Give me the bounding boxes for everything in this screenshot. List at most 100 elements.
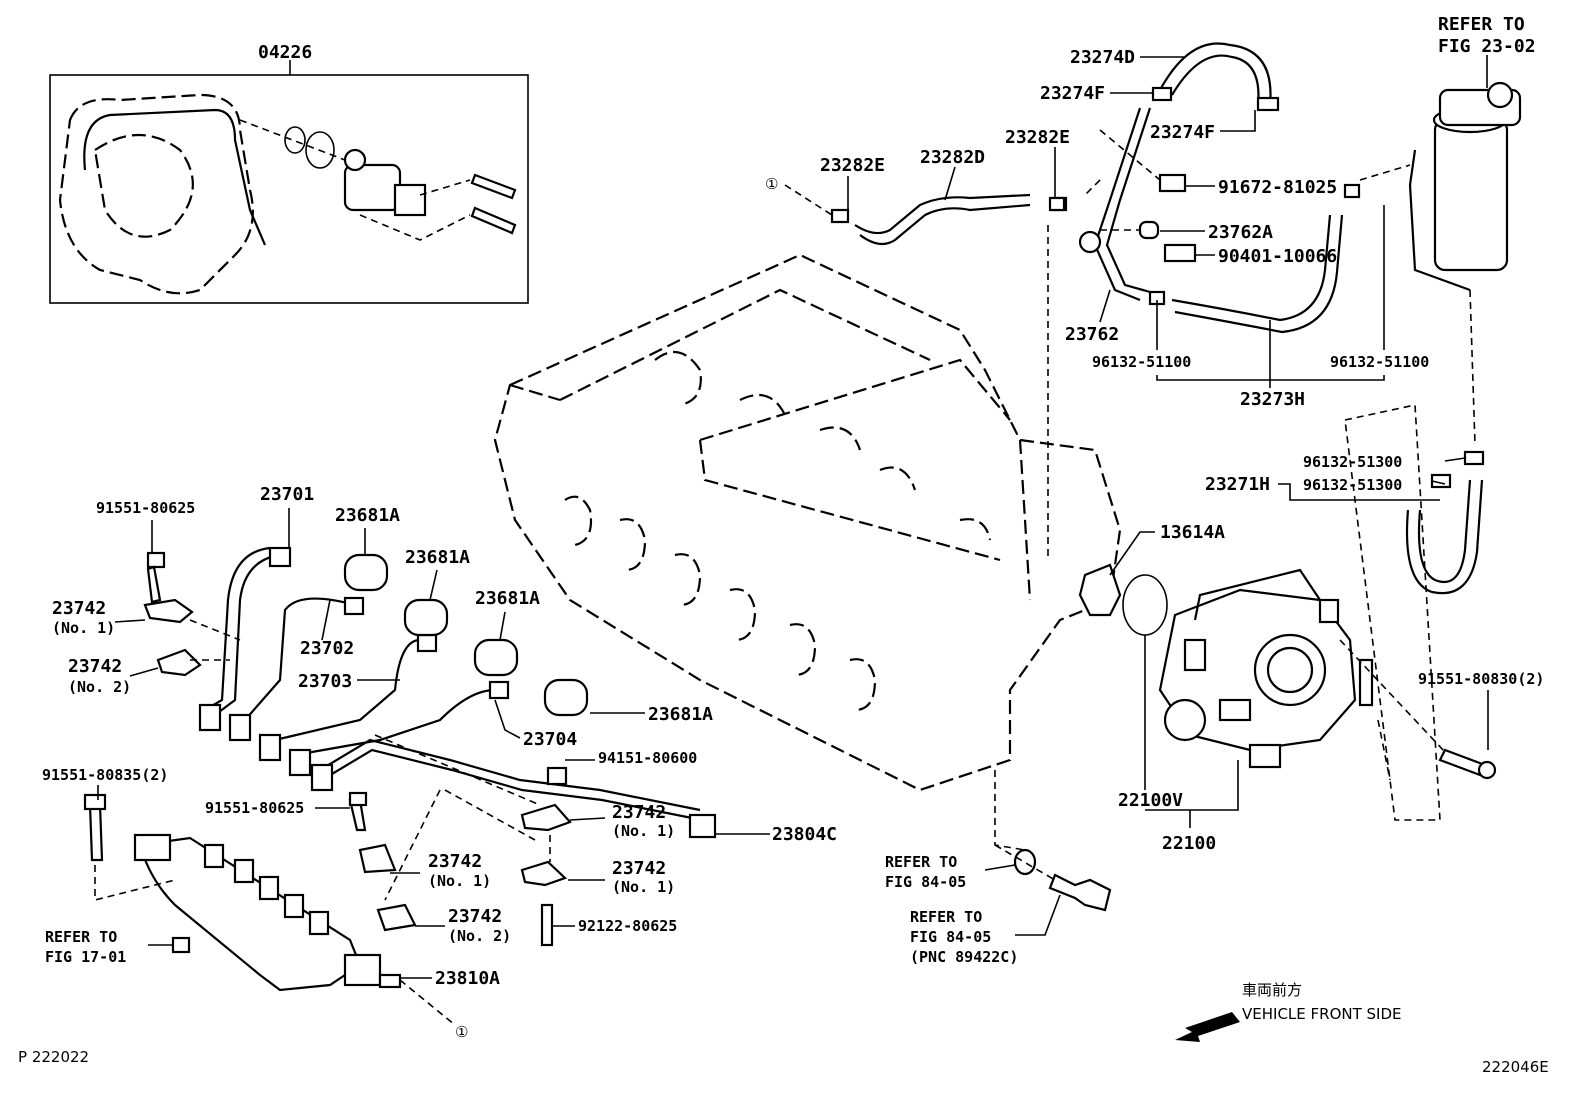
o-ring-22100V: [1122, 574, 1168, 636]
label-22100V: 22100V: [1118, 790, 1183, 811]
label-94151-80600: 94151-80600: [598, 749, 697, 767]
refer-84-05c-line1: REFER TO: [910, 908, 982, 926]
label-23742-no2-b: 23742: [448, 906, 502, 927]
injection-pipes: [198, 546, 717, 839]
label-90401-10066: 90401-10066: [1218, 246, 1337, 267]
clamps-left: [143, 551, 241, 677]
direction-jp: 車両前方: [1242, 981, 1302, 999]
label-23704: 23704: [523, 729, 577, 750]
label-23742-no1-a-sub: (No. 1): [52, 619, 115, 637]
label-91551-80625-a: 91551-80625: [96, 499, 195, 517]
bolt-90401: [1163, 243, 1197, 263]
coupling-13614A: [1078, 563, 1122, 617]
bolt-91551-80835: [88, 803, 104, 862]
nozzle-seats: [343, 553, 589, 717]
gasket-ref-84-05: [1013, 848, 1037, 876]
label-13614A: 13614A: [1160, 522, 1225, 543]
label-23742-no1-d-sub: (No. 1): [612, 878, 675, 896]
label-04226: 04226: [258, 42, 312, 63]
label-23274F-a: 23274F: [1040, 83, 1105, 104]
inset-screw-b: [470, 206, 517, 235]
label-23742-no2-a-sub: (No. 2): [68, 678, 131, 696]
refer-84-05-line1: REFER TO: [885, 853, 957, 871]
clip-96132-51300-a: [1463, 450, 1485, 466]
label-22100: 22100: [1162, 833, 1216, 854]
supply-pump-22100: [1078, 563, 1497, 781]
o-ring-small: [284, 126, 306, 154]
connector-23804C: [688, 813, 717, 839]
inset-pump-outline: [58, 93, 254, 295]
label-96132-51300-a: 96132-51300: [1303, 453, 1402, 471]
refer-23-02-line2: FIG 23-02: [1438, 36, 1536, 57]
banjo-23762: [1078, 230, 1102, 254]
label-23282E-b: 23282E: [1005, 127, 1070, 148]
label-23742-no1-b-sub: (No. 1): [612, 822, 675, 840]
inset-frame: [49, 74, 529, 304]
label-23742-no1-d: 23742: [612, 858, 666, 879]
label-91551-80835: 91551-80835(2): [42, 766, 168, 784]
label-96132-51100-b: 96132-51100: [1330, 353, 1429, 371]
stud-92122: [540, 903, 554, 947]
sensor-89422C: [1048, 873, 1112, 912]
label-23274F-b: 23274F: [1150, 122, 1215, 143]
label-23271H: 23271H: [1205, 474, 1270, 495]
front-direction-arrow: [1175, 1012, 1240, 1042]
clamps-bottom: [358, 734, 572, 947]
label-23742-no2-a: 23742: [68, 656, 122, 677]
refer-23-02-line1: REFER TO: [1438, 14, 1525, 35]
clip-23282E-a: [830, 208, 850, 224]
direction-en: VEHICLE FRONT SIDE: [1242, 1005, 1402, 1023]
label-23742-no1-a: 23742: [52, 598, 106, 619]
label-23681A-1: 23681A: [335, 505, 400, 526]
o-ring-large: [305, 131, 335, 169]
common-rail-23810A: [83, 791, 456, 1026]
label-23742-no1-c-sub: (No. 1): [428, 872, 491, 890]
label-23274D: 23274D: [1070, 47, 1135, 68]
engine-block: [493, 253, 1122, 792]
label-96132-51300-b: 96132-51300: [1303, 476, 1402, 494]
refer-17-01-line2: FIG 17-01: [45, 948, 126, 966]
circle-marker-bottom: ①: [455, 1023, 468, 1041]
fuel-filter-assembly: [1359, 55, 1522, 446]
label-23681A-3: 23681A: [475, 588, 540, 609]
inset-04226: 04226: [49, 42, 529, 304]
label-23273H: 23273H: [1240, 389, 1305, 410]
label-23810A: 23810A: [435, 968, 500, 989]
circle-marker-top: ①: [765, 175, 778, 193]
refer-17-01-line1: REFER TO: [45, 928, 117, 946]
leader-lines: [97, 56, 1489, 979]
label-23762A: 23762A: [1208, 222, 1273, 243]
clip-23274F-b: [1256, 96, 1280, 112]
label-23701: 23701: [260, 484, 314, 505]
label-23703: 23703: [298, 671, 352, 692]
refer-84-05-line2: FIG 84-05: [885, 873, 966, 891]
label-23804C: 23804C: [772, 824, 837, 845]
label-23742-no2-b-sub: (No. 2): [448, 927, 511, 945]
hose-23271H: [1344, 404, 1485, 821]
label-23742-no1-b: 23742: [612, 802, 666, 823]
fuel-hoses-top: [784, 42, 1361, 560]
washer-23762A: [1138, 220, 1160, 240]
label-23762: 23762: [1065, 324, 1119, 345]
label-91551-80830: 91551-80830(2): [1418, 670, 1544, 688]
label-92122-80625: 92122-80625: [578, 917, 677, 935]
sensors-bottom: [994, 770, 1112, 912]
hose-23274D: [1159, 42, 1272, 106]
clip-23274F-a: [1151, 86, 1173, 102]
label-23681A-2: 23681A: [405, 547, 470, 568]
suction-control-valve: [343, 148, 427, 217]
label-23702: 23702: [300, 638, 354, 659]
refer-84-05c-line2: FIG 84-05: [910, 928, 991, 946]
label-91551-80625-b: 91551-80625: [205, 799, 304, 817]
page-code: P 222022: [18, 1048, 89, 1066]
label-23681A-4: 23681A: [648, 704, 713, 725]
bolt-91672: [1158, 173, 1187, 193]
refer-84-05c-line3: (PNC 89422C): [910, 948, 1018, 966]
part-labels: 23274D 23274F 23274F 23282E 23282D 23282…: [18, 14, 1549, 1076]
inset-screw-a: [470, 173, 517, 200]
label-23282D: 23282D: [920, 147, 985, 168]
label-96132-51100-a: 96132-51100: [1092, 353, 1191, 371]
label-91672-81025: 91672-81025: [1218, 177, 1337, 198]
